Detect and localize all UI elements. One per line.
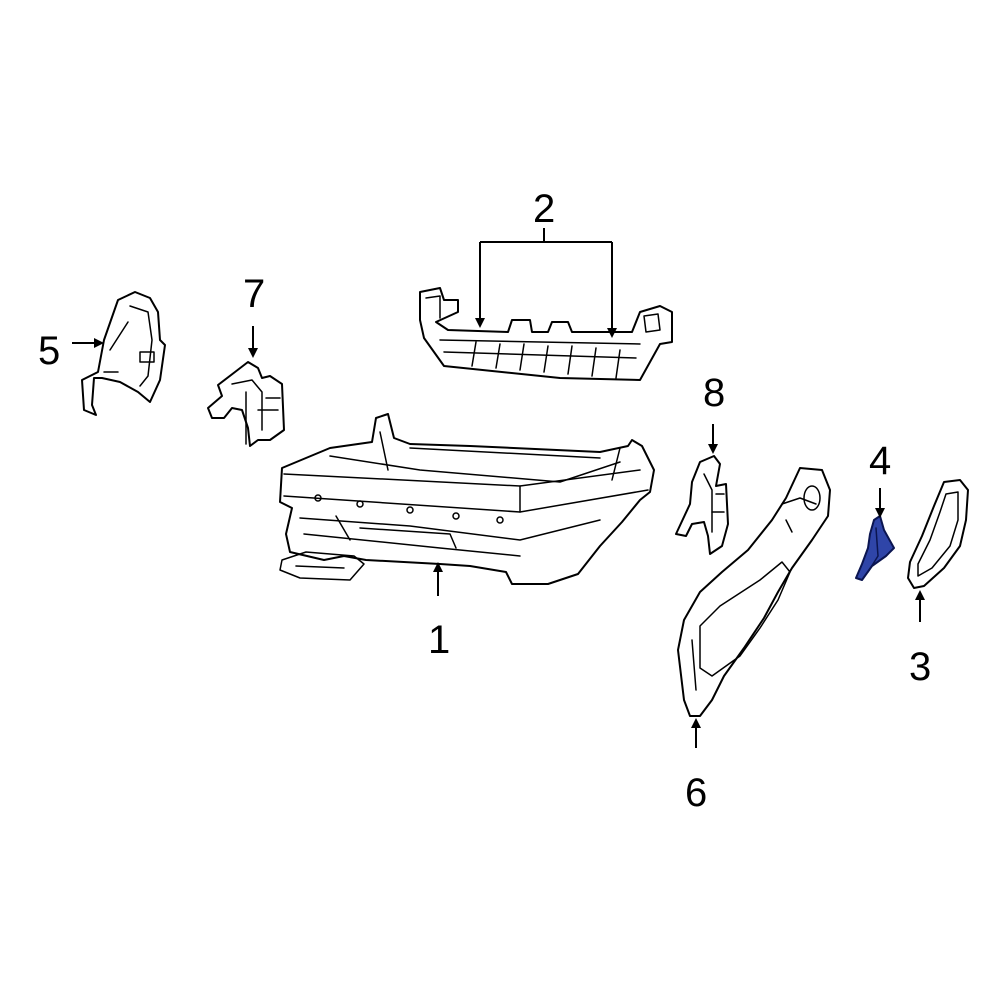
callout-7-leader xyxy=(248,326,258,358)
callout-6-leader xyxy=(691,718,701,748)
callout-1-label: 1 xyxy=(428,618,450,662)
callout-4-label: 4 xyxy=(869,439,891,483)
callout-4-leader xyxy=(875,488,885,518)
part-8-bracket[interactable] xyxy=(675,455,729,555)
callout-5-label: 5 xyxy=(38,329,60,373)
part-5-side-shield[interactable] xyxy=(81,291,166,416)
part-1-seat-frame[interactable] xyxy=(279,413,655,585)
callout-2-leader xyxy=(475,228,617,338)
part-3-switch-cover[interactable] xyxy=(907,479,969,589)
callout-3-leader xyxy=(915,590,925,622)
callout-8-leader xyxy=(708,424,718,454)
callout-2-label: 2 xyxy=(533,187,555,231)
callout-8-label: 8 xyxy=(703,371,725,415)
part-7-bracket[interactable] xyxy=(207,361,285,447)
callout-1-leader xyxy=(433,562,443,596)
callout-6-label: 6 xyxy=(685,771,707,815)
callout-7-label: 7 xyxy=(243,272,265,316)
part-4-bezel-highlighted[interactable] xyxy=(855,515,895,581)
part-6-side-panel[interactable] xyxy=(677,467,831,717)
part-2-cross-member[interactable] xyxy=(419,287,673,381)
callout-5-leader xyxy=(72,338,104,348)
callout-3-label: 3 xyxy=(909,645,931,689)
